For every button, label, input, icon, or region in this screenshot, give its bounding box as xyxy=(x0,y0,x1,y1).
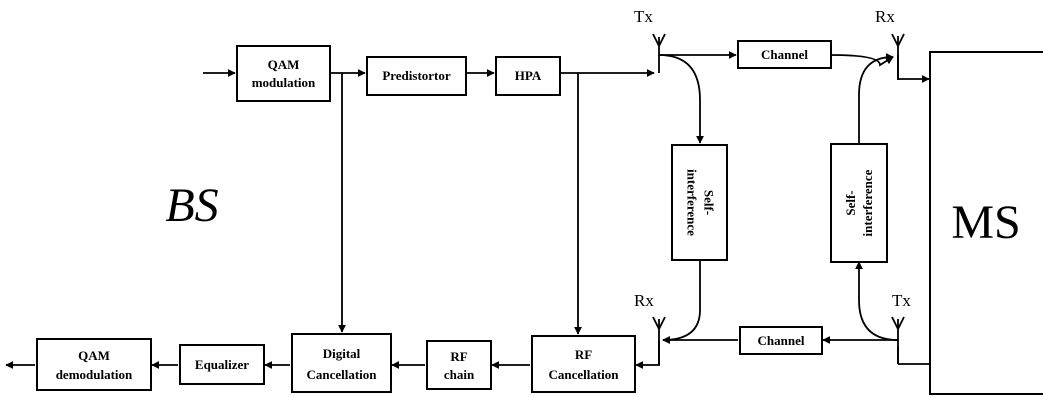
self-interference-left-block: Self- interference xyxy=(671,144,728,261)
arrow-tx-to-self-interference xyxy=(658,54,704,144)
ms-station-label: MS xyxy=(951,196,1020,249)
arrow-ms-tx-to-self-interference xyxy=(855,261,899,341)
self-interference-left-line-2: interference xyxy=(685,169,700,236)
antenna-ms-rx-icon xyxy=(891,33,905,80)
self-interference-right-line-1: Self- xyxy=(843,190,858,215)
predistortor-block: Predistortor xyxy=(366,56,467,96)
rf-cancellation-block: RF Cancellation xyxy=(531,335,636,393)
antenna-bs-rx-icon xyxy=(652,316,666,365)
antenna-ms-tx-icon xyxy=(891,316,905,364)
bs-station-label: BS xyxy=(165,179,218,232)
qam-modulation-line-1: QAM xyxy=(268,57,300,72)
ms-station-block: MS xyxy=(929,51,1043,395)
qam-demodulation-block: QAM demodulation xyxy=(36,338,152,391)
rf-cancellation-line-2: Cancellation xyxy=(548,367,619,382)
channel-bottom-label: Channel xyxy=(758,333,805,348)
digital-cancellation-block: Digital Cancellation xyxy=(291,333,392,393)
qam-modulation-line-2: modulation xyxy=(252,75,316,90)
digital-cancellation-line-2: Cancellation xyxy=(306,367,377,382)
arrow-channel-to-ms-rx xyxy=(830,54,894,67)
channel-top-block: Channel xyxy=(737,40,832,69)
rf-chain-line-2: chain xyxy=(444,367,475,382)
arrow-self-interference-to-bs-rx xyxy=(662,260,701,344)
hpa-label: HPA xyxy=(515,68,542,83)
bs-rx-label: Rx xyxy=(634,291,654,310)
connectors xyxy=(5,51,930,369)
rf-chain-block: RF chain xyxy=(426,340,492,390)
self-interference-right-block: Self- interference xyxy=(830,143,888,263)
equalizer-label: Equalizer xyxy=(195,357,249,372)
equalizer-block: Equalizer xyxy=(179,344,265,385)
bs-tx-label: Tx xyxy=(634,7,653,26)
qam-modulation-block: QAM modulation xyxy=(236,45,331,102)
antenna-bs-tx-icon xyxy=(652,33,666,73)
digital-cancellation-line-1: Digital xyxy=(323,346,361,361)
arrow-self-interference-to-ms-rx xyxy=(858,53,894,144)
hpa-block: HPA xyxy=(495,56,561,96)
qam-demodulation-line-2: demodulation xyxy=(56,367,133,382)
rf-cancellation-line-1: RF xyxy=(575,347,592,362)
arrow-rx-into-ms xyxy=(897,55,930,83)
predistortor-label: Predistortor xyxy=(382,68,451,83)
rf-chain-line-1: RF xyxy=(450,349,467,364)
channel-bottom-block: Channel xyxy=(739,326,823,355)
qam-demodulation-line-1: QAM xyxy=(78,348,110,363)
channel-top-label: Channel xyxy=(761,47,808,62)
arrow-bs-rx-to-rf-cancellation xyxy=(635,340,660,369)
self-interference-right-line-2: interference xyxy=(860,169,875,236)
self-interference-left-line-1: Self- xyxy=(702,190,717,215)
ms-rx-label: Rx xyxy=(875,7,895,26)
ms-tx-label: Tx xyxy=(892,291,911,310)
